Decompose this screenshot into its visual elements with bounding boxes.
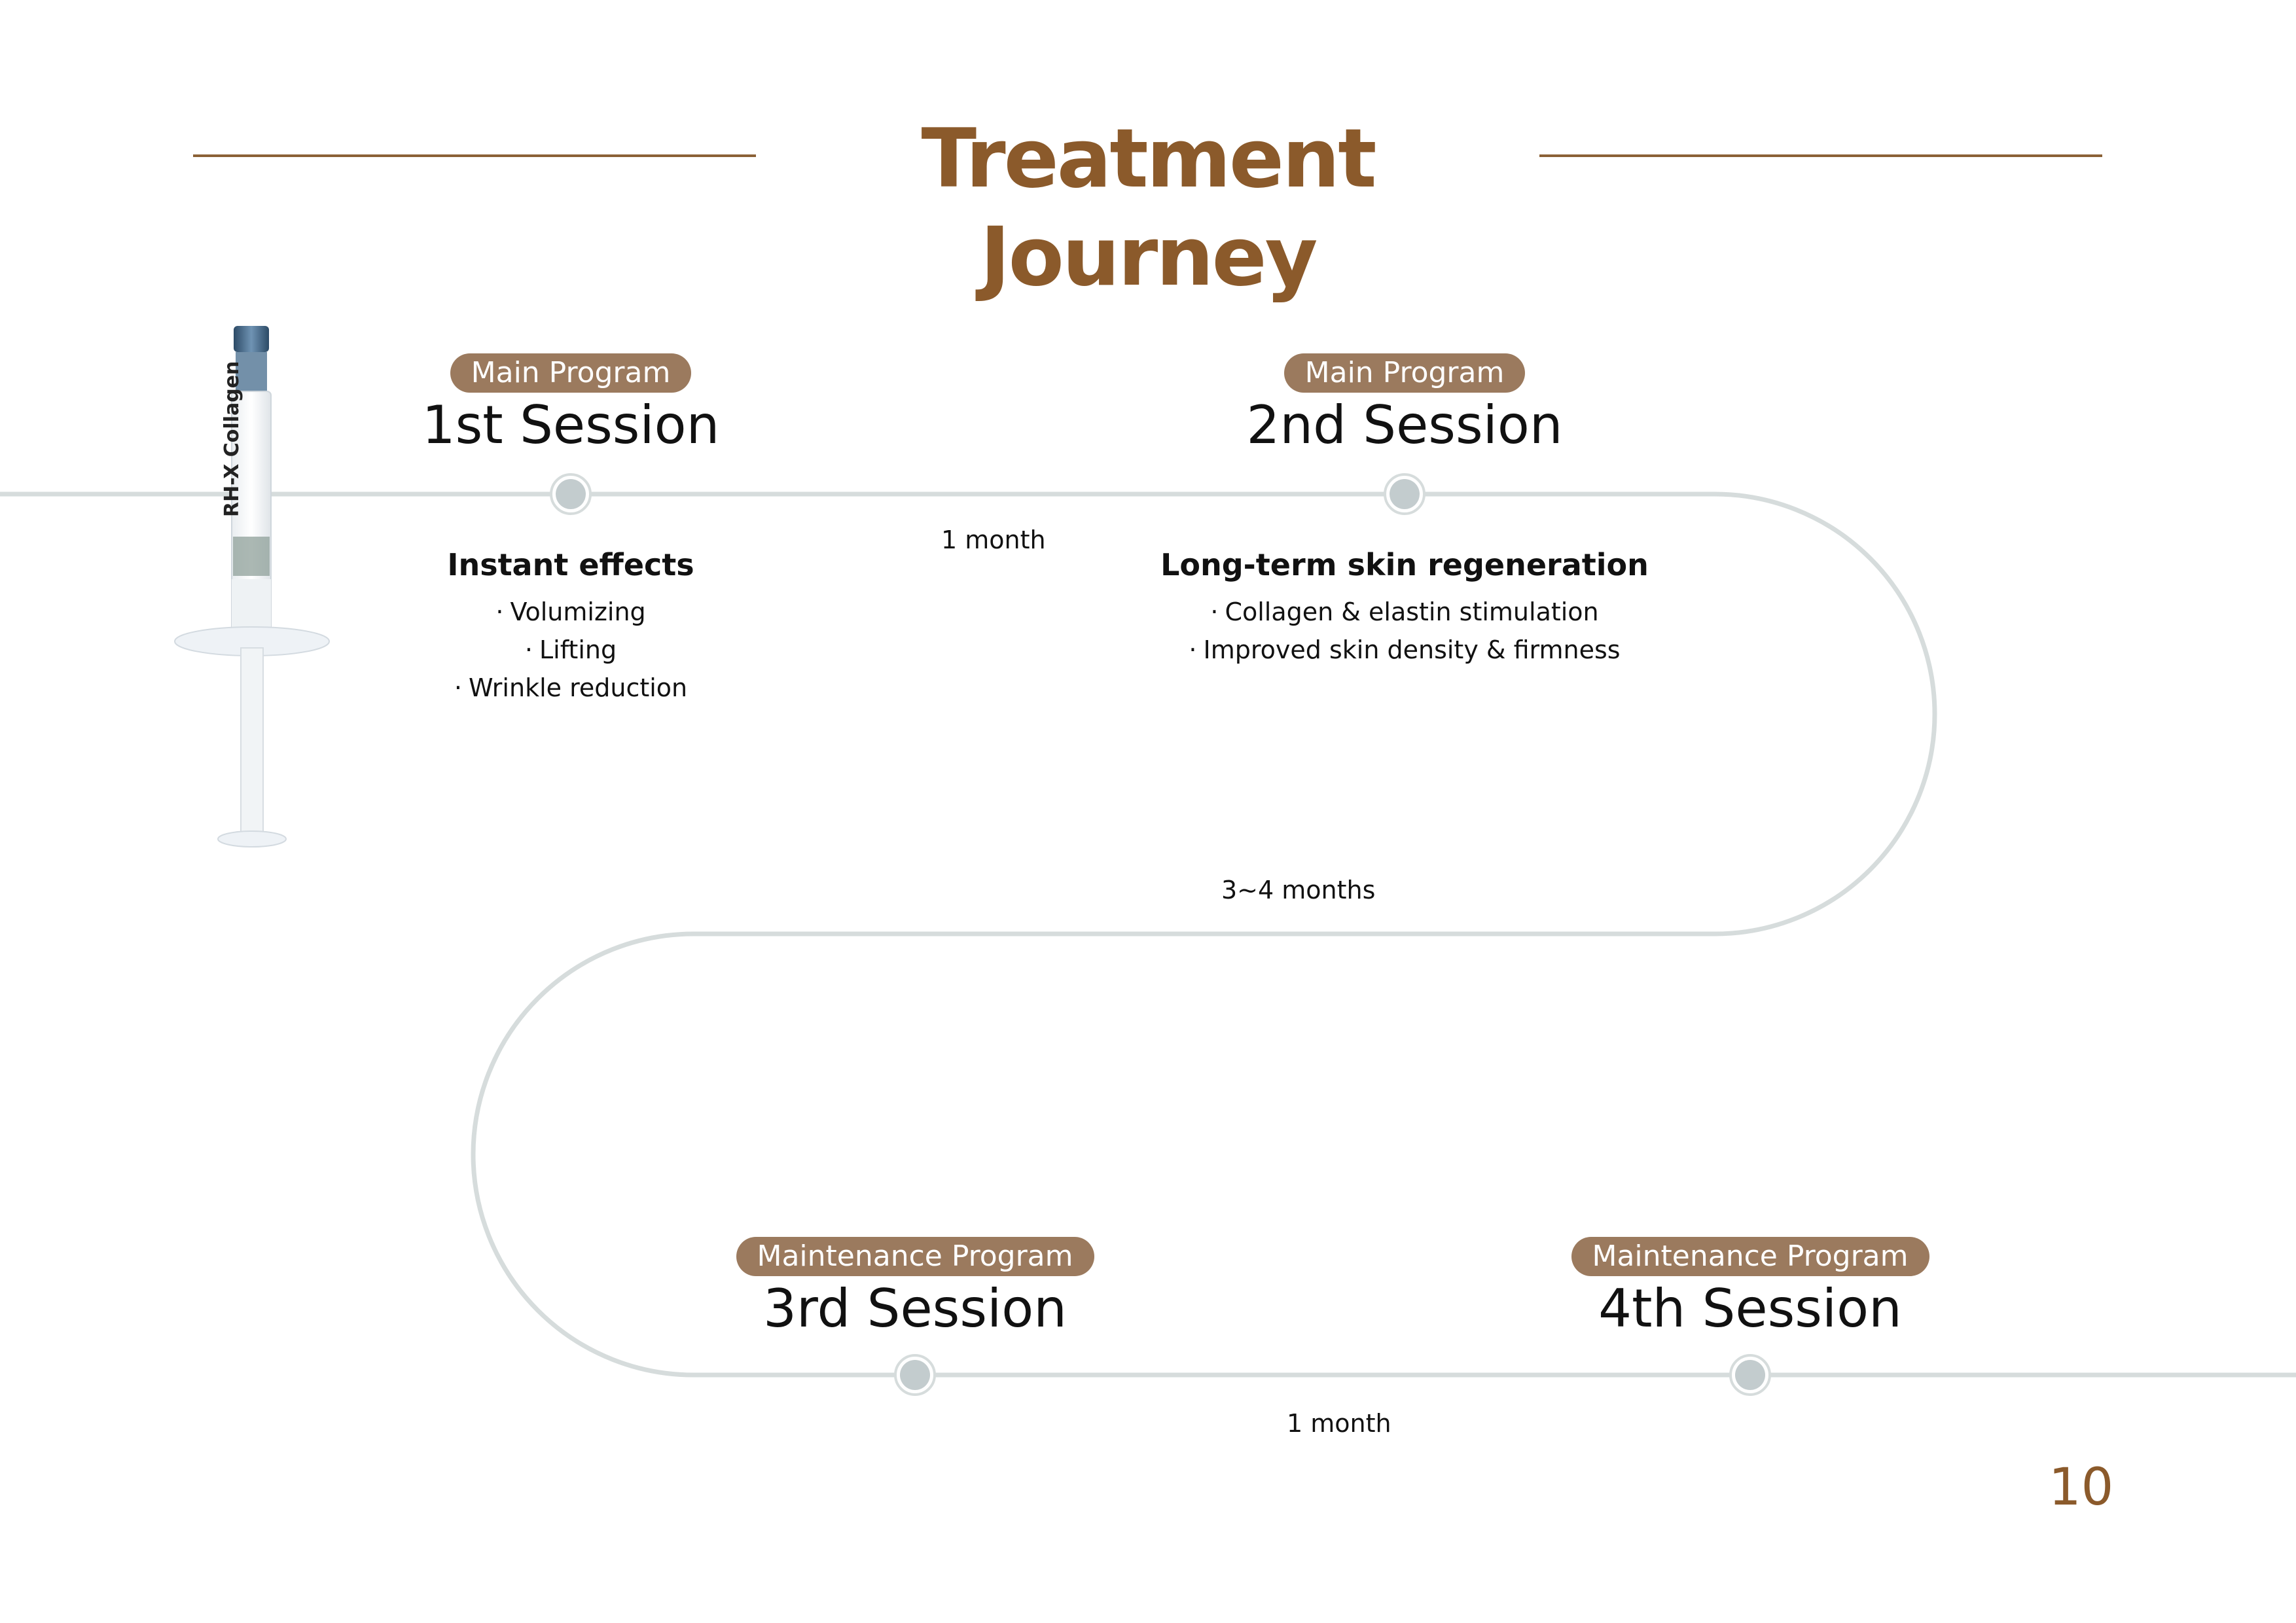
session-3-program-badge: Maintenance Program — [736, 1237, 1094, 1276]
interval-label-1: 1 month — [941, 526, 1046, 554]
session-2: Main Program 2nd Session — [1110, 353, 1699, 458]
session-1-bullet: ·Wrinkle reduction — [454, 673, 688, 702]
title-rule-right — [1539, 154, 2102, 157]
session-1-bullet: ·Volumizing — [495, 597, 646, 626]
interval-label-2: 3~4 months — [1221, 876, 1376, 904]
session-2-bullets: ·Collagen & elastin stimulation ·Improve… — [1110, 593, 1699, 669]
session-2-program-badge: Main Program — [1283, 353, 1526, 393]
interval-label-3: 1 month — [1287, 1409, 1391, 1438]
session-1-heading: Instant effects — [447, 547, 694, 582]
session-2-heading: Long-term skin regeneration — [1160, 547, 1649, 582]
session-node-4 — [1729, 1354, 1771, 1396]
session-4-title: 4th Session — [1598, 1278, 1902, 1339]
session-2-bullet: ·Improved skin density & firmness — [1189, 635, 1621, 664]
session-2-description: Long-term skin regeneration ·Collagen & … — [1110, 543, 1699, 669]
session-1-program-badge: Main Program — [450, 353, 692, 393]
title-rule-left — [193, 154, 756, 157]
session-node-1 — [550, 473, 592, 515]
session-1: Main Program 1st Session — [276, 353, 865, 458]
syringe-product-label: RH-X Collagen — [221, 361, 243, 517]
session-2-bullet: ·Collagen & elastin stimulation — [1210, 597, 1599, 626]
session-1-title: 1st Session — [422, 395, 720, 455]
page-title: Treatment Journey — [921, 112, 1376, 304]
page-number: 10 — [2049, 1458, 2114, 1517]
session-1-bullet: ·Lifting — [524, 635, 617, 664]
session-4: Maintenance Program 4th Session — [1456, 1237, 2045, 1342]
session-3: Maintenance Program 3rd Session — [620, 1237, 1210, 1342]
syringe-illustration — [174, 326, 330, 847]
session-node-2 — [1384, 473, 1426, 515]
session-1-description: Instant effects ·Volumizing ·Lifting ·Wr… — [276, 543, 865, 707]
session-4-program-badge: Maintenance Program — [1571, 1237, 1929, 1276]
session-3-title: 3rd Session — [763, 1278, 1067, 1339]
session-2-title: 2nd Session — [1246, 395, 1563, 455]
session-node-3 — [894, 1354, 936, 1396]
journey-path-line — [0, 491, 2296, 1378]
session-1-bullets: ·Volumizing ·Lifting ·Wrinkle reduction — [276, 593, 865, 707]
